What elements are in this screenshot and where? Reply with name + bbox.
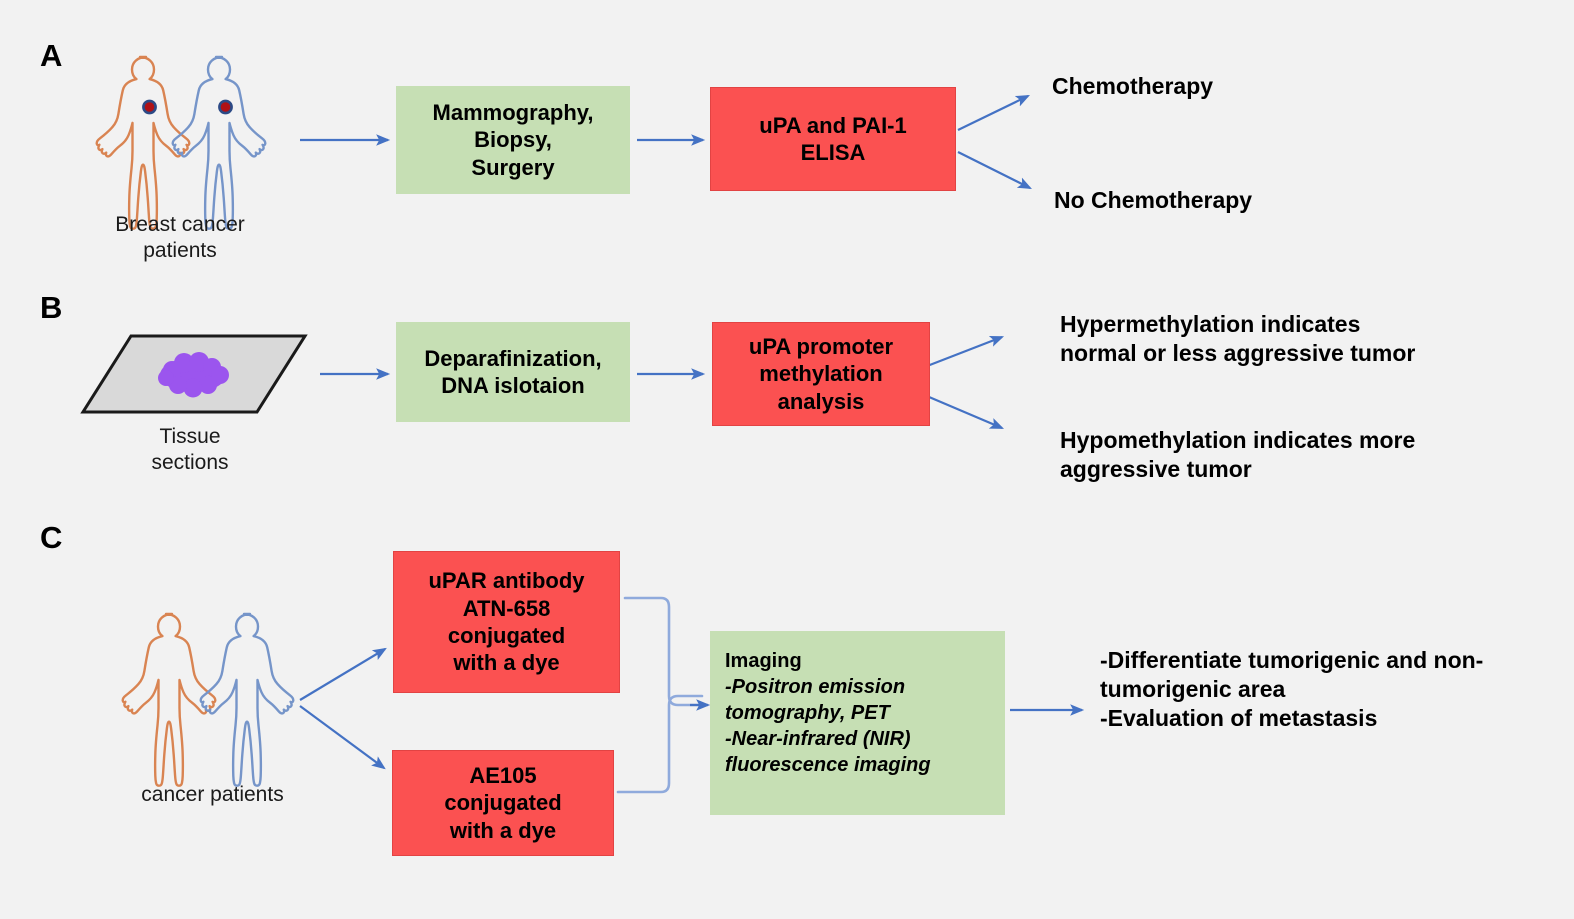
box-line: uPAR antibody xyxy=(428,568,585,594)
outcome-hypermethylation: Hypermethylation indicates normal or les… xyxy=(1060,310,1415,368)
outcome-line: No Chemotherapy xyxy=(1054,187,1253,213)
bracket-boxes-to-imaging xyxy=(616,596,711,794)
box-upar-antibody-atn658[interactable]: uPAR antibody ATN-658 conjugated with a … xyxy=(393,551,620,693)
outcome-line: Hypermethylation indicates xyxy=(1060,311,1361,337)
tissue-section-icon xyxy=(80,334,308,414)
breast-cancer-patients-icon xyxy=(95,55,267,230)
outcome-chemotherapy: Chemotherapy xyxy=(1052,72,1213,101)
box-line: Biopsy, xyxy=(474,127,552,153)
box-upa-promoter-methylation[interactable]: uPA promoter methylation analysis xyxy=(712,322,930,426)
outcome-line: aggressive tumor xyxy=(1060,455,1252,482)
imaging-line: fluorescence imaging xyxy=(725,754,931,776)
box-line: Deparafinization, xyxy=(424,345,602,371)
caption-line: Tissue xyxy=(159,425,221,448)
imaging-line: -Positron emission xyxy=(725,676,906,698)
imaging-line: -Near-infrared (NIR) xyxy=(725,728,911,750)
outcome-hypomethylation: Hypomethylation indicates more aggressiv… xyxy=(1060,426,1415,484)
imaging-title: Imaging xyxy=(725,650,802,672)
panel-letter-c: C xyxy=(40,520,63,555)
box-line: ELISA xyxy=(800,140,866,165)
box-deparafinization[interactable]: Deparafinization, DNA islotaion xyxy=(396,322,630,422)
box-line: with a dye xyxy=(453,650,560,676)
imaging-line: tomography, PET xyxy=(725,702,890,724)
outcome-line: normal or less aggressive tumor xyxy=(1060,339,1416,366)
panel-letter-b: B xyxy=(40,290,63,325)
arrow-c-patients-to-ae105 xyxy=(299,705,386,770)
box-line: AE105 xyxy=(469,763,537,789)
box-upa-pai1-elisa[interactable]: uPA and PAI-1 ELISA xyxy=(710,87,956,191)
arrow-b-methylation-to-hypermethylation xyxy=(921,335,1005,370)
arrow-b-methylation-to-hypomethylation xyxy=(921,392,1005,430)
box-ae105-conjugated[interactable]: AE105 conjugated with a dye xyxy=(392,750,614,856)
box-line: Surgery xyxy=(471,154,555,180)
box-mammography[interactable]: Mammography, Biopsy, Surgery xyxy=(396,86,630,194)
caption-line: sections xyxy=(151,451,229,475)
box-line: DNA islotaion xyxy=(441,373,585,398)
caption-line: Breast cancer xyxy=(115,213,245,236)
arrow-a-elisa-to-no-chemotherapy xyxy=(957,151,1032,189)
box-imaging[interactable]: Imaging -Positron emission tomography, P… xyxy=(710,631,1005,815)
caption-cancer-patients: cancer patients xyxy=(120,782,305,808)
box-line: methylation xyxy=(759,361,883,387)
outcome-line: Hypomethylation indicates more xyxy=(1060,427,1416,453)
outcome-imaging-results: -Differentiate tumorigenic and non- tumo… xyxy=(1100,646,1483,732)
box-line: ATN-658 xyxy=(462,595,551,621)
box-line: analysis xyxy=(777,388,865,414)
panel-letter-a: A xyxy=(40,38,63,73)
caption-line: patients xyxy=(143,239,217,263)
caption-breast-cancer-patients: Breast cancer patients xyxy=(66,212,294,265)
outcome-line: -Differentiate tumorigenic and non- xyxy=(1100,647,1484,673)
outcome-line: Chemotherapy xyxy=(1052,73,1214,99)
outcome-no-chemotherapy: No Chemotherapy xyxy=(1054,186,1252,215)
outcome-line: tumorigenic area xyxy=(1100,675,1286,702)
arrow-a-elisa-to-chemotherapy xyxy=(957,95,1030,131)
caption-line: cancer patients xyxy=(141,783,284,806)
arrow-c-patients-to-upar xyxy=(299,647,387,701)
box-line: conjugated xyxy=(447,623,566,648)
box-line: Mammography, xyxy=(432,100,594,126)
box-line: with a dye xyxy=(449,817,557,843)
box-line: uPA and PAI-1 xyxy=(759,112,907,138)
caption-tissue-sections: Tissue sections xyxy=(100,424,280,477)
box-line: uPA promoter xyxy=(748,334,894,360)
cancer-patients-icon xyxy=(121,612,295,787)
outcome-line: -Evaluation of metastasis xyxy=(1100,704,1378,731)
box-line: conjugated xyxy=(444,790,562,816)
